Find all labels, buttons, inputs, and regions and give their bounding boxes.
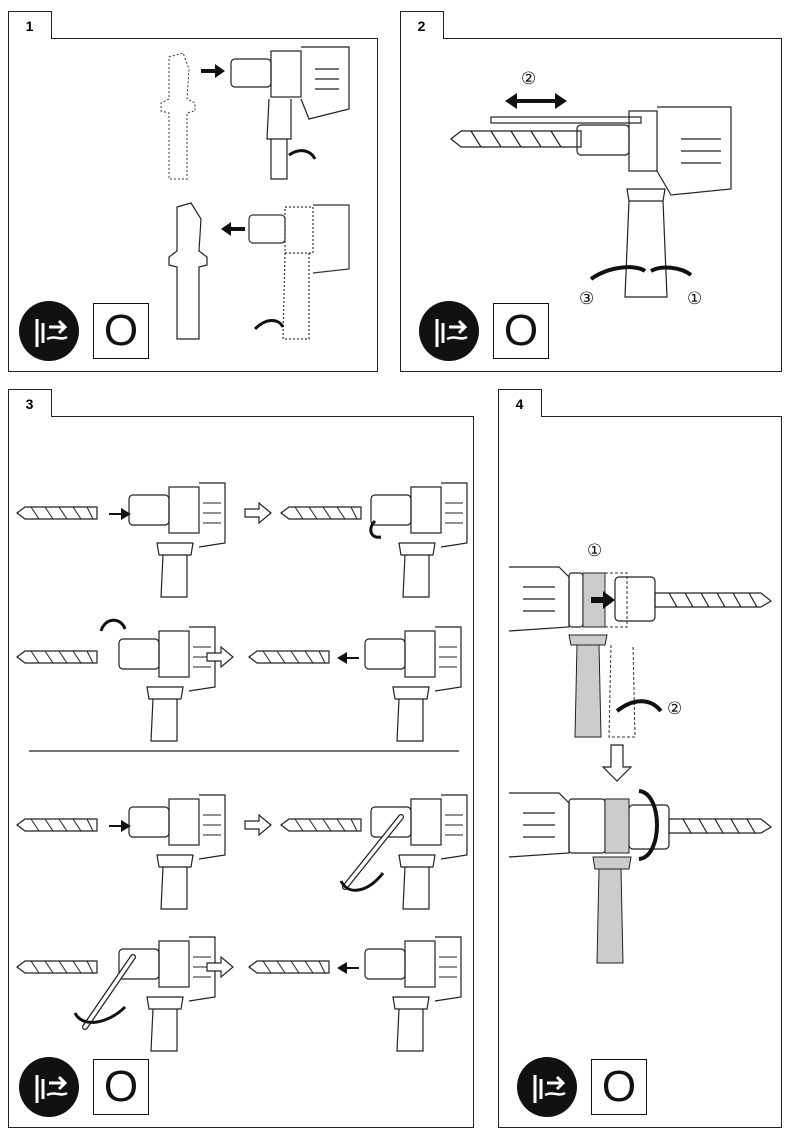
callout-2: ② (667, 699, 683, 719)
drill-bit-icon (450, 116, 642, 148)
callout-3: ③ (579, 289, 595, 309)
symbol-box: O (93, 303, 149, 359)
arrow-icon (201, 64, 225, 78)
unplug-before-service-icon (419, 301, 479, 361)
drill-bit-icon (654, 592, 773, 608)
symbol-box: O (591, 1059, 647, 1115)
unplug-before-service-icon (517, 1057, 577, 1117)
down-arrow-icon (601, 744, 633, 782)
symbol-box: O (93, 1059, 149, 1115)
side-handle-icon (168, 202, 208, 340)
panel-4-illustration (508, 566, 773, 964)
hammer-drill-icon (248, 204, 350, 340)
hammer-drill-icon (230, 46, 350, 180)
unplug-before-service-icon (19, 301, 79, 361)
hammer-drill-icon (576, 106, 732, 298)
panel-2-illustration (450, 93, 732, 298)
panel-1-illustration (160, 46, 350, 340)
panel-3-illustration (16, 482, 468, 1052)
panel-number-4: 4 (497, 389, 542, 417)
panel-4: 4 (497, 389, 782, 1128)
callout-2: ② (521, 69, 537, 89)
side-handle-icon (592, 798, 632, 964)
arrow-icon (505, 93, 567, 109)
panel-1: 1 O (7, 11, 378, 372)
hammer-drill-icon (508, 792, 670, 858)
panel-3: 3 (7, 389, 474, 1128)
hammer-drill-icon (508, 566, 656, 632)
panel-2: 2 ② ③ ① O (399, 11, 782, 372)
drill-bit-icon (668, 818, 773, 834)
side-handle-icon (160, 52, 196, 180)
callout-1: ① (687, 289, 703, 309)
panel-number-3: 3 (7, 389, 52, 417)
arrow-icon (221, 222, 245, 236)
unplug-before-service-icon (19, 1057, 79, 1117)
callout-1: ① (587, 541, 603, 561)
panel-number-1: 1 (7, 11, 52, 39)
symbol-box: O (493, 303, 549, 359)
panel-number-2: 2 (399, 11, 444, 39)
